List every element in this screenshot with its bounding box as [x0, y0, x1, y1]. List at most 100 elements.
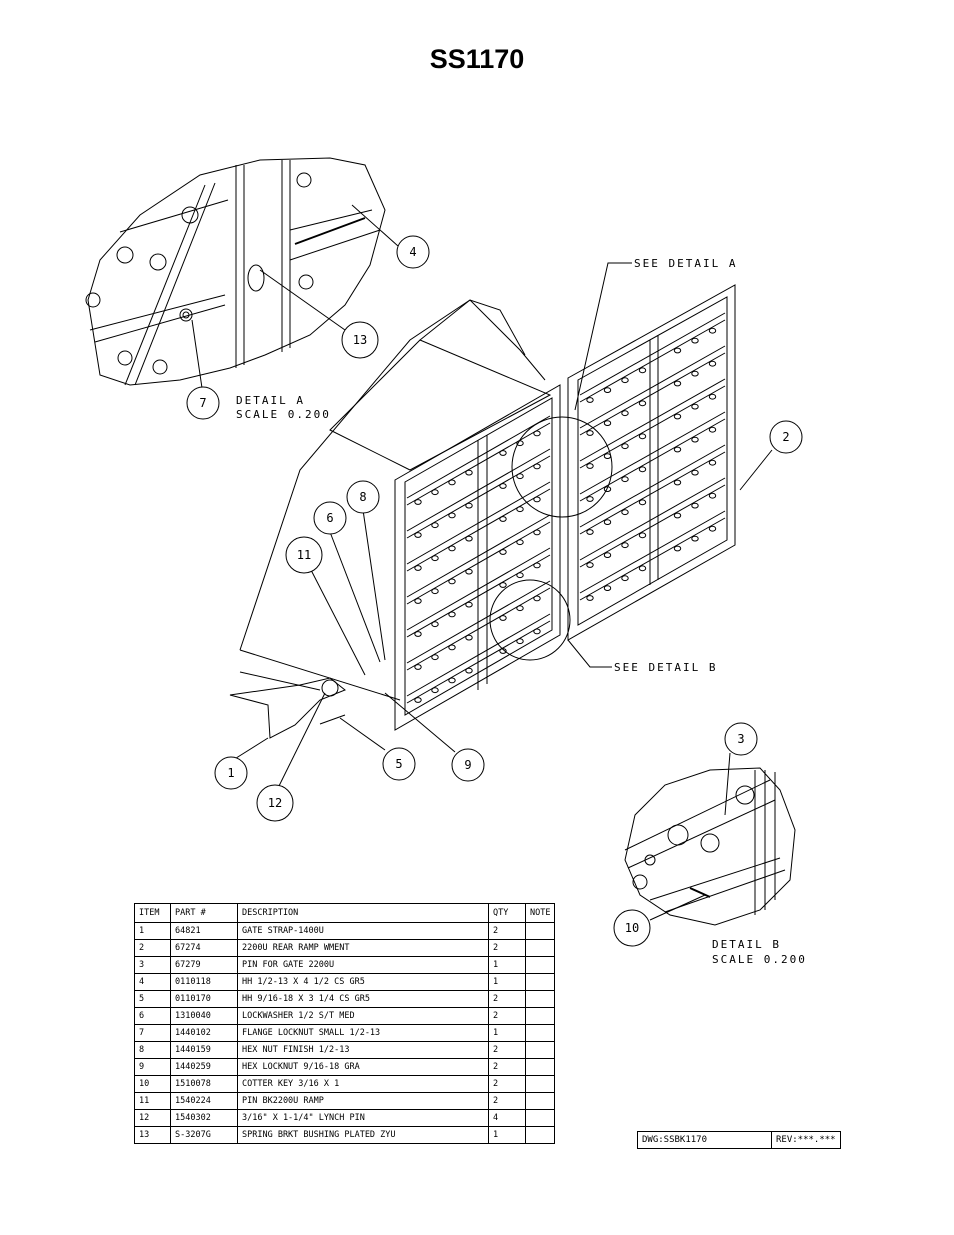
- gate-hole: [603, 420, 612, 427]
- part-number-cell: 1510078: [170, 1075, 238, 1093]
- gate-hole: [708, 393, 717, 400]
- gate-hole: [691, 469, 699, 476]
- header-qty: QTY: [488, 903, 526, 923]
- gate-hole: [621, 542, 629, 549]
- gate-hole: [499, 648, 507, 654]
- gate-hole: [431, 588, 439, 595]
- gate-hole: [708, 525, 717, 532]
- gate-slat: [579, 312, 726, 396]
- gate-hole: [691, 403, 699, 410]
- gate-hole: [673, 380, 682, 387]
- gate-hole: [586, 529, 594, 535]
- gate-slat: [579, 385, 726, 469]
- gate-hole: [448, 644, 456, 651]
- gate-hole: [465, 601, 473, 608]
- note-cell: [524, 1024, 556, 1042]
- gate-hole: [499, 516, 507, 522]
- see-detail-b-callout: SEE DETAIL B: [614, 661, 717, 674]
- gate-hole: [431, 654, 439, 661]
- gate-hole: [465, 667, 473, 674]
- gate-slat: [579, 451, 726, 535]
- gate-slat: [406, 422, 551, 506]
- svg-text:9: 9: [464, 758, 471, 772]
- gate-hole: [533, 529, 541, 536]
- gate-hole: [603, 387, 612, 394]
- gate-hole: [621, 476, 629, 483]
- gate-slat: [579, 319, 726, 403]
- gate-hole: [673, 479, 682, 486]
- gate-hole: [414, 631, 422, 637]
- description-cell: HH 1/2-13 X 4 1/2 CS GR5: [237, 973, 489, 991]
- item-cell: 5: [134, 990, 171, 1008]
- balloon-5: 5: [382, 747, 416, 781]
- qty-cell: 2: [488, 990, 526, 1008]
- gate-hole: [448, 611, 456, 618]
- gate-slat: [406, 613, 551, 697]
- gate-hole: [673, 446, 682, 453]
- balloon-11: 11: [285, 536, 323, 574]
- gate-hole: [516, 539, 524, 546]
- header-part-number: PART #: [170, 903, 238, 923]
- part-number-cell: 67274: [170, 939, 238, 957]
- gate-hole: [414, 499, 422, 505]
- drawing-title: SS1170: [429, 44, 525, 74]
- gate-hole: [673, 413, 682, 420]
- gate-hole: [448, 479, 456, 486]
- note-cell: [524, 1058, 556, 1076]
- gate-slat: [579, 352, 726, 436]
- svg-text:4: 4: [409, 245, 416, 259]
- part-number-cell: 1310040: [170, 1007, 238, 1025]
- gate-hole: [516, 572, 524, 579]
- description-cell: PIN FOR GATE 2200U: [237, 956, 489, 974]
- see-detail-a-callout: SEE DETAIL A: [634, 257, 737, 270]
- note-cell: [524, 1007, 556, 1025]
- gate-hole: [708, 360, 717, 367]
- description-cell: HH 9/16-18 X 3 1/4 CS GR5: [237, 990, 489, 1008]
- gate-hole: [448, 512, 456, 519]
- detail-a-marker: [511, 416, 613, 518]
- gate-hole: [414, 697, 422, 703]
- description-cell: FLANGE LOCKNUT SMALL 1/2-13: [237, 1024, 489, 1042]
- balloon-13: 13: [341, 321, 379, 359]
- item-cell: 13: [134, 1126, 171, 1144]
- gate-hole: [638, 433, 647, 440]
- item-cell: 1: [134, 922, 171, 940]
- gate-hole: [465, 568, 473, 575]
- item-cell: 7: [134, 1024, 171, 1042]
- main-assembly-view: [229, 284, 736, 739]
- part-number-cell: 67279: [170, 956, 238, 974]
- note-cell: [524, 939, 556, 957]
- svg-text:2: 2: [782, 430, 789, 444]
- qty-cell: 1: [488, 973, 526, 991]
- balloon-9: 9: [451, 748, 485, 782]
- description-cell: SPRING BRKT BUSHING PLATED ZYU: [237, 1126, 489, 1144]
- gate-hole: [621, 509, 629, 516]
- gate-hole: [638, 367, 647, 374]
- gate-hole: [691, 535, 699, 542]
- qty-cell: 2: [488, 1058, 526, 1076]
- qty-cell: 2: [488, 1041, 526, 1059]
- balloon-7: 7: [186, 386, 220, 420]
- gate-hole: [586, 562, 594, 568]
- item-balloons: 1 2 3 4 5 6 7 8 9 10 11 12 13: [186, 235, 803, 947]
- qty-cell: 2: [488, 1007, 526, 1025]
- gate-hole: [603, 486, 612, 493]
- header-description: DESCRIPTION: [237, 903, 489, 923]
- svg-text:13: 13: [353, 333, 367, 347]
- description-cell: 3/16" X 1-1/4" LYNCH PIN: [237, 1109, 489, 1127]
- svg-text:7: 7: [199, 396, 206, 410]
- gate-slat: [406, 514, 551, 598]
- detail-a-scale: SCALE 0.200: [236, 408, 331, 421]
- gate-hole: [586, 463, 594, 469]
- qty-cell: 2: [488, 939, 526, 957]
- gate-hole: [621, 410, 629, 417]
- balloon-10: 10: [613, 909, 651, 947]
- description-cell: LOCKWASHER 1/2 S/T MED: [237, 1007, 489, 1025]
- gate-hole: [465, 535, 473, 542]
- qty-cell: 2: [488, 1092, 526, 1110]
